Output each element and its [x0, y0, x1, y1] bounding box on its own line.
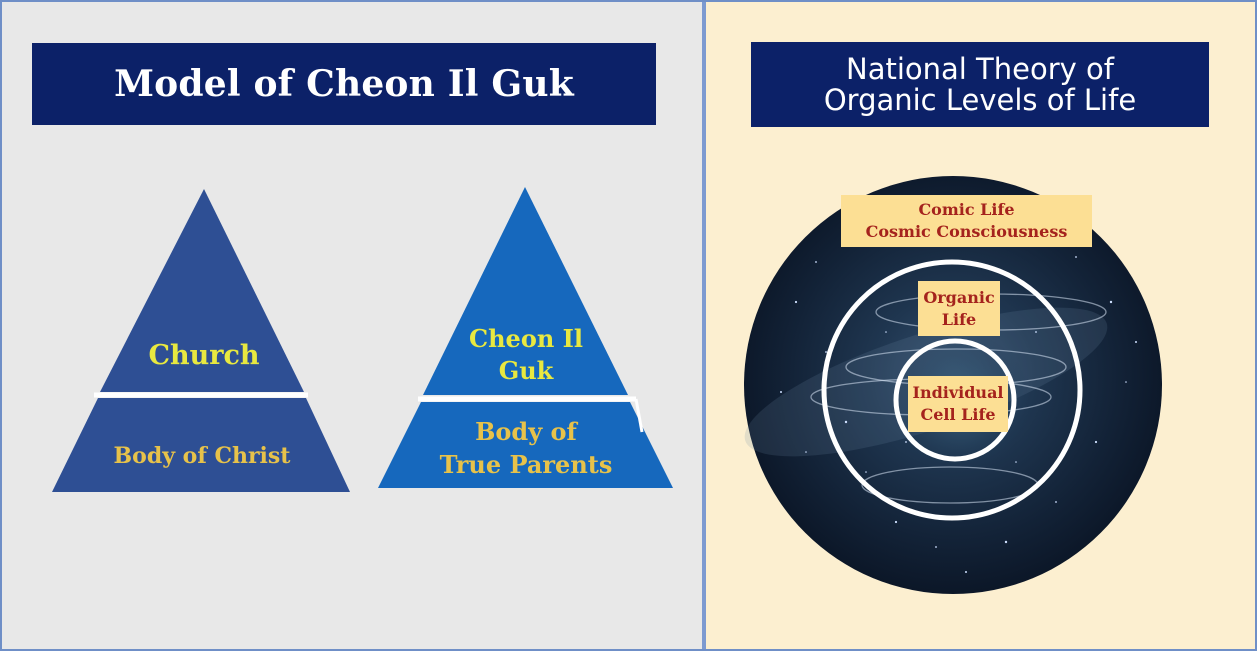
- body-of-true-parents-label: Body of True Parents: [439, 417, 613, 479]
- cheon-il-guk-triangle-top: [423, 187, 628, 395]
- cheon-il-guk-side-tick: [634, 398, 644, 433]
- right-title: National Theory of Organic Levels of Lif…: [751, 42, 1209, 127]
- cheon-il-guk-label: Cheon Il Guk: [469, 324, 583, 385]
- left-panel: Model of Cheon Il Guk Church Body of Chr…: [2, 2, 702, 649]
- outer-ring: [821, 259, 1083, 521]
- right-title-line2: Organic Levels of Life: [823, 82, 1137, 117]
- left-title-text: Model of Cheon Il Guk: [114, 63, 574, 105]
- right-title-line1: National Theory of: [846, 51, 1114, 86]
- panel-divider: [702, 2, 706, 649]
- organic-life-label: Organic Life: [918, 281, 1000, 336]
- triangles-diagram: [52, 187, 673, 492]
- right-panel: National Theory of Organic Levels of Lif…: [706, 2, 1255, 649]
- church-triangle-top: [100, 189, 304, 392]
- stars: [780, 241, 1137, 573]
- inner-ring: [893, 338, 1017, 462]
- cheon-il-guk-triangle-bottom: [378, 402, 673, 488]
- church-label: Church: [148, 340, 260, 371]
- cell-life-label: Individual Cell Life: [908, 376, 1008, 432]
- church-triangle-bottom: [52, 398, 350, 492]
- left-title: Model of Cheon Il Guk: [32, 43, 656, 125]
- cosmic-life-label: Comic Life Cosmic Consciousness: [841, 195, 1092, 247]
- body-of-christ-label: Body of Christ: [113, 443, 291, 469]
